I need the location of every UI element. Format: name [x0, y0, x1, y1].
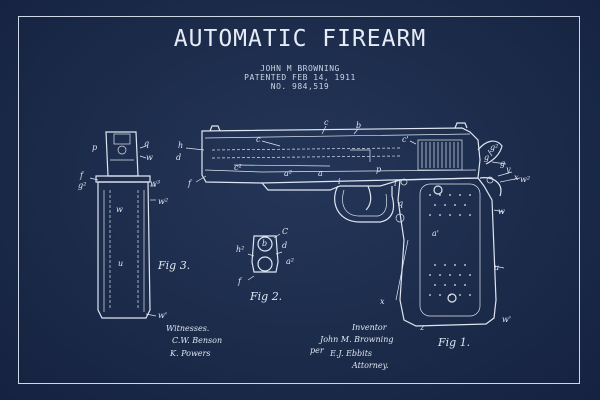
svg-text:f: f [79, 171, 85, 180]
fig2-caption: Fig 2. [249, 290, 282, 303]
inventor-line: JOHN M BROWNING [260, 64, 340, 73]
witnesses-label: Witnesses. [166, 324, 209, 333]
signature-block: Witnesses. C.W. Benson K. Powers Invento… [166, 323, 394, 370]
svg-text:z: z [419, 323, 425, 332]
svg-text:h²: h² [236, 245, 244, 254]
svg-text:h: h [178, 141, 183, 150]
svg-text:p: p [376, 165, 381, 174]
inventor-label: Inventor [351, 323, 388, 332]
grip-checkering [429, 194, 471, 296]
svg-text:i: i [394, 179, 397, 188]
attorney-signature: E.J. Ebbits [329, 349, 372, 358]
svg-text:g²: g² [78, 181, 86, 190]
fig1-pistol [185, 122, 521, 327]
page-title: AUTOMATIC FIREARM [173, 26, 427, 52]
svg-text:w: w [146, 153, 153, 162]
fig3-caption: Fig 3. [157, 259, 190, 272]
per-label: per [310, 346, 325, 355]
svg-text:i: i [338, 177, 341, 186]
svg-text:q: q [398, 199, 403, 208]
svg-text:g: g [484, 153, 489, 162]
svg-text:w': w' [502, 315, 511, 324]
fig1-caption: Fig 1. [437, 336, 470, 349]
svg-text:w': w' [158, 311, 167, 320]
inventor-signature: John M. Browning [318, 335, 394, 344]
svg-text:w²: w² [520, 175, 530, 184]
fig3-end-view [89, 131, 157, 319]
svg-text:b: b [356, 121, 361, 130]
fig2-detail [247, 233, 283, 281]
witness-2-signature: K. Powers [169, 349, 210, 358]
svg-text:b: b [262, 239, 267, 248]
svg-text:c: c [256, 135, 261, 144]
fig3-reference-letters: p q w f g² w³ w² w u w' [78, 139, 168, 320]
svg-text:a²: a² [286, 257, 294, 266]
svg-text:w²: w² [158, 197, 168, 206]
svg-text:g²: g² [490, 143, 498, 152]
svg-text:a: a [318, 169, 323, 178]
svg-text:a': a' [432, 229, 439, 238]
svg-text:u: u [118, 259, 123, 268]
svg-text:d: d [176, 153, 181, 162]
svg-text:u: u [494, 263, 499, 272]
svg-text:c²: c² [234, 163, 242, 172]
svg-text:a²: a² [284, 169, 292, 178]
svg-text:f: f [187, 179, 193, 188]
fig1-reference-letters: h d f c c b c' c² a² a i p i q a' g g y … [176, 118, 530, 332]
svg-text:y: y [505, 165, 511, 174]
attorney-label: Attorney. [351, 361, 389, 370]
fig2-reference-letters: C d h² a² f b [236, 227, 294, 286]
border-frame [18, 16, 580, 384]
svg-text:w³: w³ [150, 179, 160, 188]
svg-text:g: g [500, 159, 505, 168]
svg-text:x: x [380, 297, 385, 306]
svg-text:f: f [237, 277, 243, 286]
patent-date-line: PATENTED FEB 14, 1911 [244, 73, 356, 82]
svg-text:w: w [498, 207, 505, 216]
svg-text:q: q [144, 139, 149, 148]
svg-text:c: c [324, 118, 329, 127]
svg-text:c': c' [402, 135, 409, 144]
svg-text:p: p [92, 143, 97, 152]
svg-text:w: w [116, 205, 123, 214]
svg-text:x: x [514, 173, 519, 182]
patent-number-line: NO. 984,519 [270, 82, 330, 91]
svg-text:C: C [282, 227, 288, 236]
witness-1-signature: C.W. Benson [172, 336, 222, 345]
svg-text:d: d [282, 241, 287, 250]
